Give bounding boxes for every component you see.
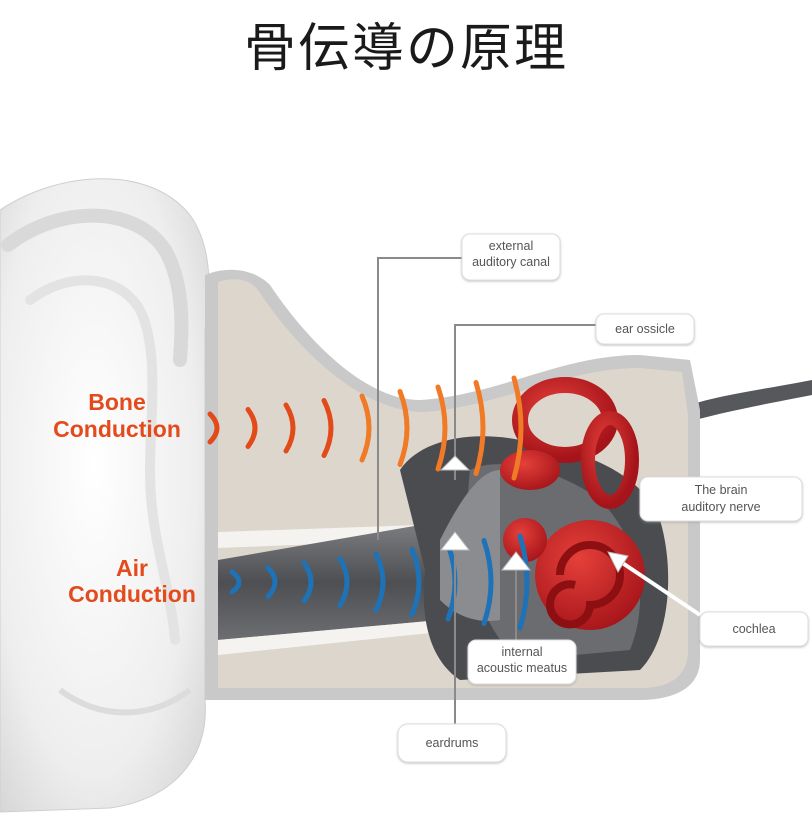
callout-eardrums	[397, 723, 507, 763]
air-wave-5	[373, 551, 386, 613]
callout-eardrums-text: eardrums	[426, 736, 479, 750]
bone-wave-8	[473, 380, 486, 476]
leader-lines	[377, 257, 598, 742]
air-conduction-label-2: Conduction	[68, 581, 196, 607]
callout-external-canal-line2: auditory canal	[472, 255, 550, 269]
air-wave-3	[301, 560, 314, 604]
bone-conduction-label-1: Bone	[88, 389, 146, 415]
bone-conduction-waves	[207, 375, 524, 481]
callout-internal-meatus	[467, 639, 577, 685]
air-wave-8	[481, 538, 494, 626]
callout-brain-nerve-line2: auditory nerve	[681, 500, 760, 514]
air-wave-6	[409, 547, 422, 617]
callout-internal-meatus-line1: internal	[502, 645, 543, 659]
callout-external-canal	[461, 233, 561, 281]
bone-wave-4	[321, 398, 334, 458]
cochlea-model	[500, 377, 645, 630]
ear-cross-section	[205, 269, 812, 700]
bone-wave-7	[435, 384, 448, 472]
callout-cochlea	[699, 611, 809, 647]
callout-ear-ossicle-text: ear ossicle	[615, 322, 675, 336]
bone-wave-5	[359, 393, 372, 463]
arrows	[439, 455, 702, 617]
air-conduction-label-1: Air	[116, 555, 148, 581]
callout-external-canal-line1: external	[489, 239, 533, 253]
callout-ear-ossicle	[595, 313, 695, 345]
air-wave-9	[517, 533, 530, 631]
bone-wave-3	[283, 402, 296, 454]
bone-wave-6	[397, 389, 410, 467]
bone-wave-2	[245, 407, 258, 449]
bone-wave-1	[207, 411, 220, 445]
air-wave-4	[337, 556, 350, 608]
callout-brain-nerve	[639, 476, 803, 522]
callout-internal-meatus-line2: acoustic meatus	[477, 661, 567, 675]
outer-ear	[0, 178, 210, 813]
page-title: 骨伝導の原理	[243, 19, 568, 79]
callout-cochlea-text: cochlea	[732, 622, 775, 636]
bone-conduction-label-2: Conduction	[53, 416, 181, 442]
bone-wave-9	[511, 375, 524, 481]
air-wave-1	[229, 569, 242, 595]
air-wave-2	[265, 565, 278, 599]
callout-brain-nerve-line1: The brain	[695, 483, 748, 497]
